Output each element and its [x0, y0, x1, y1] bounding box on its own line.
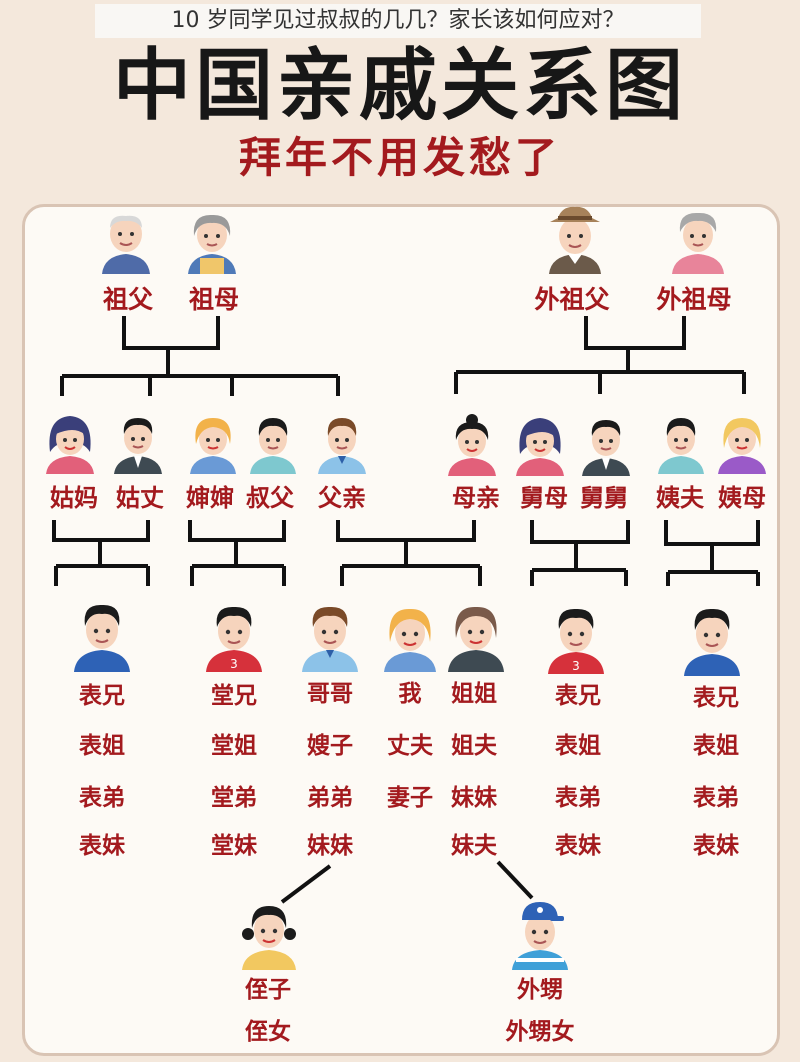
tang-cousin-3: 堂妹	[211, 832, 257, 859]
maternal-aunt-label: 姨母	[718, 483, 766, 512]
page-subtitle: 拜年不用发愁了	[238, 133, 561, 182]
cousin-right-2: 表弟	[693, 784, 739, 811]
nephew-label-1: 侄女	[245, 1018, 291, 1045]
paternal-aunt-label: 姑妈	[50, 483, 98, 512]
grandpa-avatar	[102, 215, 150, 274]
sibling-b-3: 妹夫	[451, 832, 497, 859]
uncle-label: 叔父	[246, 483, 294, 512]
maternal-grandpa-label: 外祖父	[534, 285, 610, 314]
cousin-right-3: 表妹	[693, 832, 739, 859]
brother-avatar	[302, 606, 358, 672]
svg-text:3: 3	[572, 659, 580, 673]
tang-cousin-2: 堂弟	[211, 784, 257, 811]
paternal-aunt-avatar	[46, 416, 94, 474]
maternal-aunt-husband-avatar	[658, 418, 704, 474]
uncle-wife-avatar	[190, 418, 236, 474]
cousin-mid-right-2: 表弟	[555, 784, 601, 811]
cousin-left-1: 表姐	[79, 732, 125, 759]
sibling-a-1: 嫂子	[307, 732, 353, 759]
tang-cousin-1: 堂姐	[211, 732, 257, 759]
nephew-label-0: 侄子	[245, 976, 291, 1003]
cousin-mid-right-3: 表妹	[555, 832, 601, 859]
maternal-uncle-avatar	[582, 420, 630, 476]
father-avatar	[318, 418, 366, 474]
self-avatar	[384, 608, 436, 672]
grandma-avatar	[188, 214, 236, 274]
caption-bar: 10 岁同学见过叔叔的几几？家长该如何应对？	[95, 4, 701, 38]
sister-child-label-0: 外甥	[517, 976, 563, 1003]
maternal-uncle-wife-label: 舅母	[520, 483, 568, 512]
maternal-grandma-label: 外祖母	[656, 285, 732, 314]
sibling-a-3: 妹妹	[307, 832, 353, 859]
cousin-left-3: 表妹	[79, 832, 125, 859]
cousin-right-avatar	[684, 608, 740, 676]
self-label-0: 我	[398, 680, 422, 707]
svg-text:3: 3	[230, 657, 238, 671]
sibling-a-2: 弟弟	[307, 784, 353, 811]
cousin-mid-right-1: 表姐	[555, 732, 601, 759]
cousin-left-2: 表弟	[79, 784, 125, 811]
sister-child-label-1: 外甥女	[505, 1018, 575, 1045]
paternal-aunt-husband-avatar	[114, 418, 162, 474]
cousin-left-avatar	[74, 604, 130, 672]
uncle-wife-label: 婶婶	[186, 483, 234, 512]
cousin-mid-right-0: 表兄	[555, 682, 601, 709]
maternal-aunt-husband-label: 姨夫	[656, 483, 704, 512]
maternal-grandpa-avatar	[549, 206, 601, 274]
maternal-uncle-label: 舅舅	[580, 483, 628, 512]
paternal-aunt-husband-label: 姑丈	[116, 483, 164, 512]
sibling-b-1: 姐夫	[451, 732, 497, 759]
cousin-right-0: 表兄	[693, 684, 739, 711]
maternal-uncle-wife-avatar	[516, 418, 564, 476]
self-label-2: 妻子	[387, 784, 433, 811]
grandpa-label: 祖父	[102, 285, 154, 314]
niece-avatar	[242, 906, 296, 970]
cousin-right-1: 表姐	[693, 732, 739, 759]
maternal-aunt-avatar	[718, 418, 766, 474]
self-label-1: 丈夫	[387, 732, 433, 759]
sister-avatar	[448, 606, 504, 672]
grandma-label: 祖母	[188, 285, 240, 314]
page-title: 中国亲戚关系图	[112, 41, 687, 131]
sister-son-avatar	[512, 902, 568, 970]
cousin-mid-right-avatar: 3	[548, 608, 604, 674]
maternal-grandma-avatar	[672, 212, 724, 274]
sibling-b-0: 姐姐	[451, 680, 497, 707]
mother-label: 母亲	[452, 483, 500, 512]
mother-avatar	[448, 414, 496, 476]
tang-cousin-0: 堂兄	[211, 682, 257, 709]
sibling-a-0: 哥哥	[307, 680, 353, 707]
uncle-avatar	[250, 418, 296, 474]
tang-cousin-avatar: 3	[206, 606, 262, 672]
cousin-left-0: 表兄	[79, 682, 125, 709]
sibling-b-2: 妹妹	[451, 784, 497, 811]
father-label: 父亲	[318, 483, 366, 512]
